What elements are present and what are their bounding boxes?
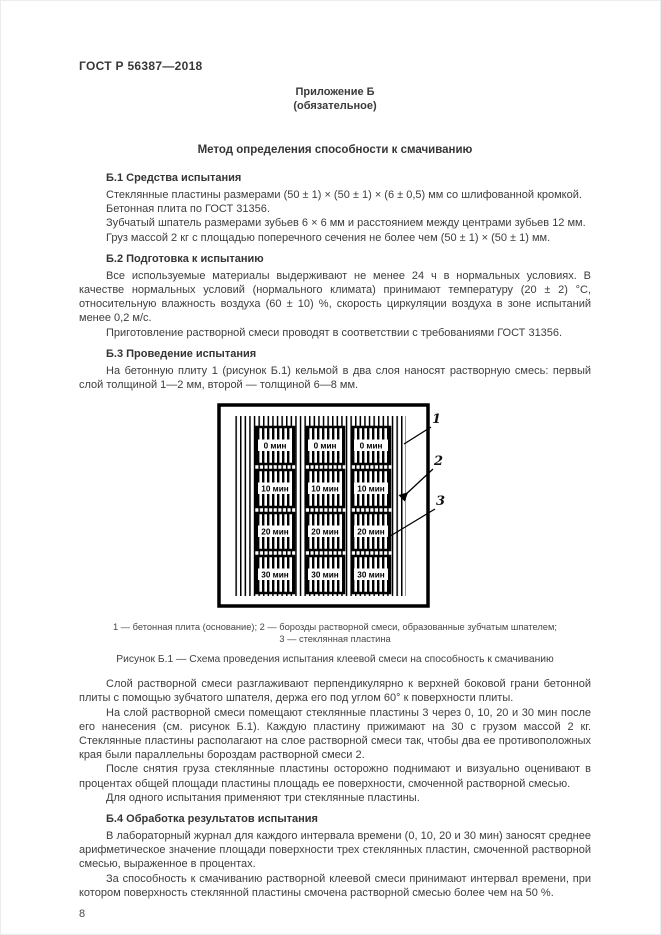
svg-text:20 мин: 20 мин bbox=[311, 528, 338, 537]
glass-plate: 0 мин bbox=[254, 425, 296, 466]
svg-text:10 мин: 10 мин bbox=[261, 485, 288, 494]
svg-text:20 мин: 20 мин bbox=[357, 528, 384, 537]
figure-caption: Рисунок Б.1 — Схема проведения испытания… bbox=[116, 654, 554, 666]
section-b1-heading: Б.1 Средства испытания bbox=[106, 172, 242, 184]
section-b3-heading: Б.3 Проведение испытания bbox=[106, 347, 257, 360]
section-b4-heading: Б.4 Обработка результатов испытания bbox=[106, 813, 318, 826]
callout-number-3: 3 bbox=[436, 494, 445, 509]
section-b1-paragraph: Стеклянные пластины размерами (50 ± 1) ×… bbox=[106, 189, 582, 201]
svg-text:0 мин: 0 мин bbox=[360, 442, 383, 451]
figure-legend-line2: 3 — стеклянная пластина bbox=[279, 634, 391, 645]
svg-text:10 мин: 10 мин bbox=[311, 485, 338, 494]
figure-b1: 0 мин 10 мин 20 мин 30 мин 0 мин bbox=[217, 403, 453, 614]
glass-plate: 20 мин bbox=[350, 511, 392, 552]
glass-plate: 30 мин bbox=[350, 554, 392, 595]
svg-text:30 мин: 30 мин bbox=[357, 571, 384, 580]
svg-text:30 мин: 30 мин bbox=[311, 571, 338, 580]
glass-plate: 10 мин bbox=[254, 468, 296, 509]
section-b3-paragraph: Слой растворной смеси разглаживают перпе… bbox=[79, 678, 591, 705]
section-b3-paragraph: Для одного испытания применяют три стекл… bbox=[106, 791, 420, 804]
glass-plate: 20 мин bbox=[254, 511, 296, 552]
section-b4-paragraph: За способность к смачиванию растворной к… bbox=[79, 872, 591, 899]
figure-legend-line1: 1 — бетонная плита (основание); 2 — боро… bbox=[113, 622, 557, 633]
svg-text:0 мин: 0 мин bbox=[314, 442, 337, 451]
section-b3-paragraph: На бетонную плиту 1 (рисунок Б.1) кельмо… bbox=[79, 364, 591, 392]
figure-legend: 1 — бетонная плита (основание); 2 — боро… bbox=[79, 621, 591, 645]
glass-plate: 30 мин bbox=[304, 554, 346, 595]
callout-line-2 bbox=[398, 468, 434, 502]
section-b2-heading: Б.2 Подготовка к испытанию bbox=[106, 252, 264, 265]
section-b1-paragraph: Зубчатый шпатель размерами зубьев 6 × 6 … bbox=[106, 217, 586, 230]
page-number: 8 bbox=[79, 908, 86, 921]
svg-text:30 мин: 30 мин bbox=[261, 571, 288, 580]
section-b1-paragraph: Груз массой 2 кг с площадью поперечного … bbox=[106, 231, 551, 244]
glass-plate: 10 мин bbox=[350, 468, 392, 509]
svg-text:0 мин: 0 мин bbox=[264, 442, 287, 451]
callout-line-3 bbox=[386, 508, 436, 539]
wetting-test-scheme-figure: 0 мин 10 мин 20 мин 30 мин 0 мин bbox=[217, 403, 445, 608]
section-b2-paragraph: Все используемые материалы выдерживают н… bbox=[79, 269, 591, 325]
callout-line-1 bbox=[403, 426, 432, 445]
svg-text:20 мин: 20 мин bbox=[261, 528, 288, 537]
appendix-label: Приложение Б bbox=[295, 86, 375, 98]
glass-plate: 10 мин bbox=[304, 468, 346, 509]
section-b4-paragraph: В лабораторный журнал для каждого интерв… bbox=[79, 830, 591, 871]
doc-code: ГОСТ Р 56387—2018 bbox=[79, 59, 203, 73]
glass-plate: 0 мин bbox=[304, 425, 346, 466]
glass-plate: 30 мин bbox=[254, 554, 296, 595]
page-title: Метод определения способности к смачиван… bbox=[197, 144, 473, 156]
section-b2-paragraph: Приготовление растворной смеси проводят … bbox=[106, 326, 563, 339]
callout-number-1: 1 bbox=[432, 412, 441, 427]
glass-plate: 0 мин bbox=[350, 425, 392, 466]
callout-number-2: 2 bbox=[433, 454, 443, 469]
svg-text:10 мин: 10 мин bbox=[357, 485, 384, 494]
appendix-block: Приложение Б (обязательное) bbox=[79, 86, 591, 113]
appendix-kind: (обязательное) bbox=[293, 99, 377, 112]
section-b1-paragraph: Бетонная плита по ГОСТ 31356. bbox=[106, 203, 270, 216]
section-b3-paragraph: На слой растворной смеси помещают стекля… bbox=[79, 706, 591, 762]
section-b3-paragraph: После снятия груза стеклянные пластины о… bbox=[79, 763, 591, 790]
glass-plate: 20 мин bbox=[304, 511, 346, 552]
